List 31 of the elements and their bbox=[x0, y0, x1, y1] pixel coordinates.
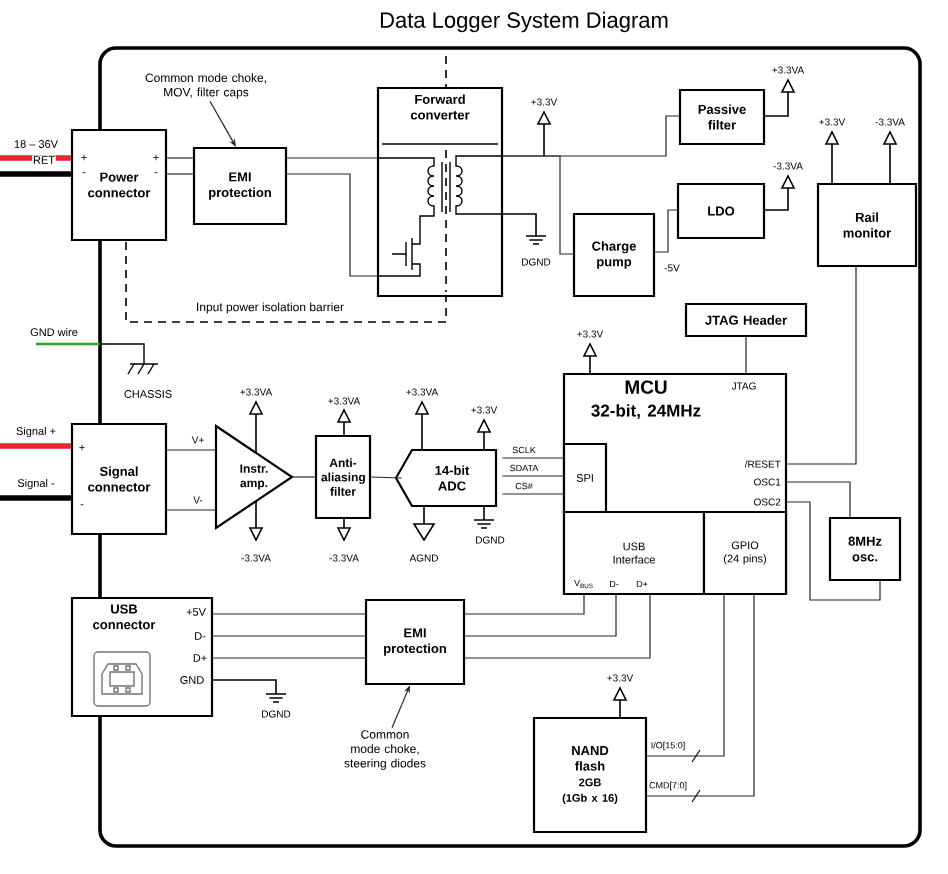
title: Data Logger System Diagram bbox=[380, 11, 668, 33]
wire bbox=[501, 457, 564, 459]
wire bbox=[166, 509, 217, 511]
wire bbox=[464, 594, 617, 637]
wire bbox=[286, 173, 378, 277]
wire bbox=[0, 495, 71, 501]
wire bbox=[502, 155, 574, 255]
wire bbox=[370, 476, 403, 479]
wire bbox=[212, 613, 366, 615]
wire bbox=[286, 157, 378, 159]
wire bbox=[166, 173, 194, 175]
wire bbox=[501, 475, 564, 477]
wire bbox=[654, 209, 678, 253]
wire bbox=[0, 443, 71, 449]
wire bbox=[786, 266, 857, 465]
wire bbox=[166, 449, 217, 451]
wire bbox=[212, 635, 366, 637]
wire bbox=[646, 594, 725, 757]
wire bbox=[646, 594, 755, 797]
wire bbox=[464, 594, 651, 659]
wire bbox=[0, 171, 71, 177]
wire bbox=[0, 155, 71, 161]
wire bbox=[212, 657, 366, 659]
wire bbox=[166, 157, 194, 159]
wire bbox=[464, 594, 585, 615]
wire bbox=[745, 336, 747, 374]
wire bbox=[786, 501, 881, 601]
leader-line bbox=[209, 100, 236, 147]
wire bbox=[291, 476, 316, 478]
wire bbox=[501, 493, 564, 495]
wire bbox=[786, 481, 851, 518]
